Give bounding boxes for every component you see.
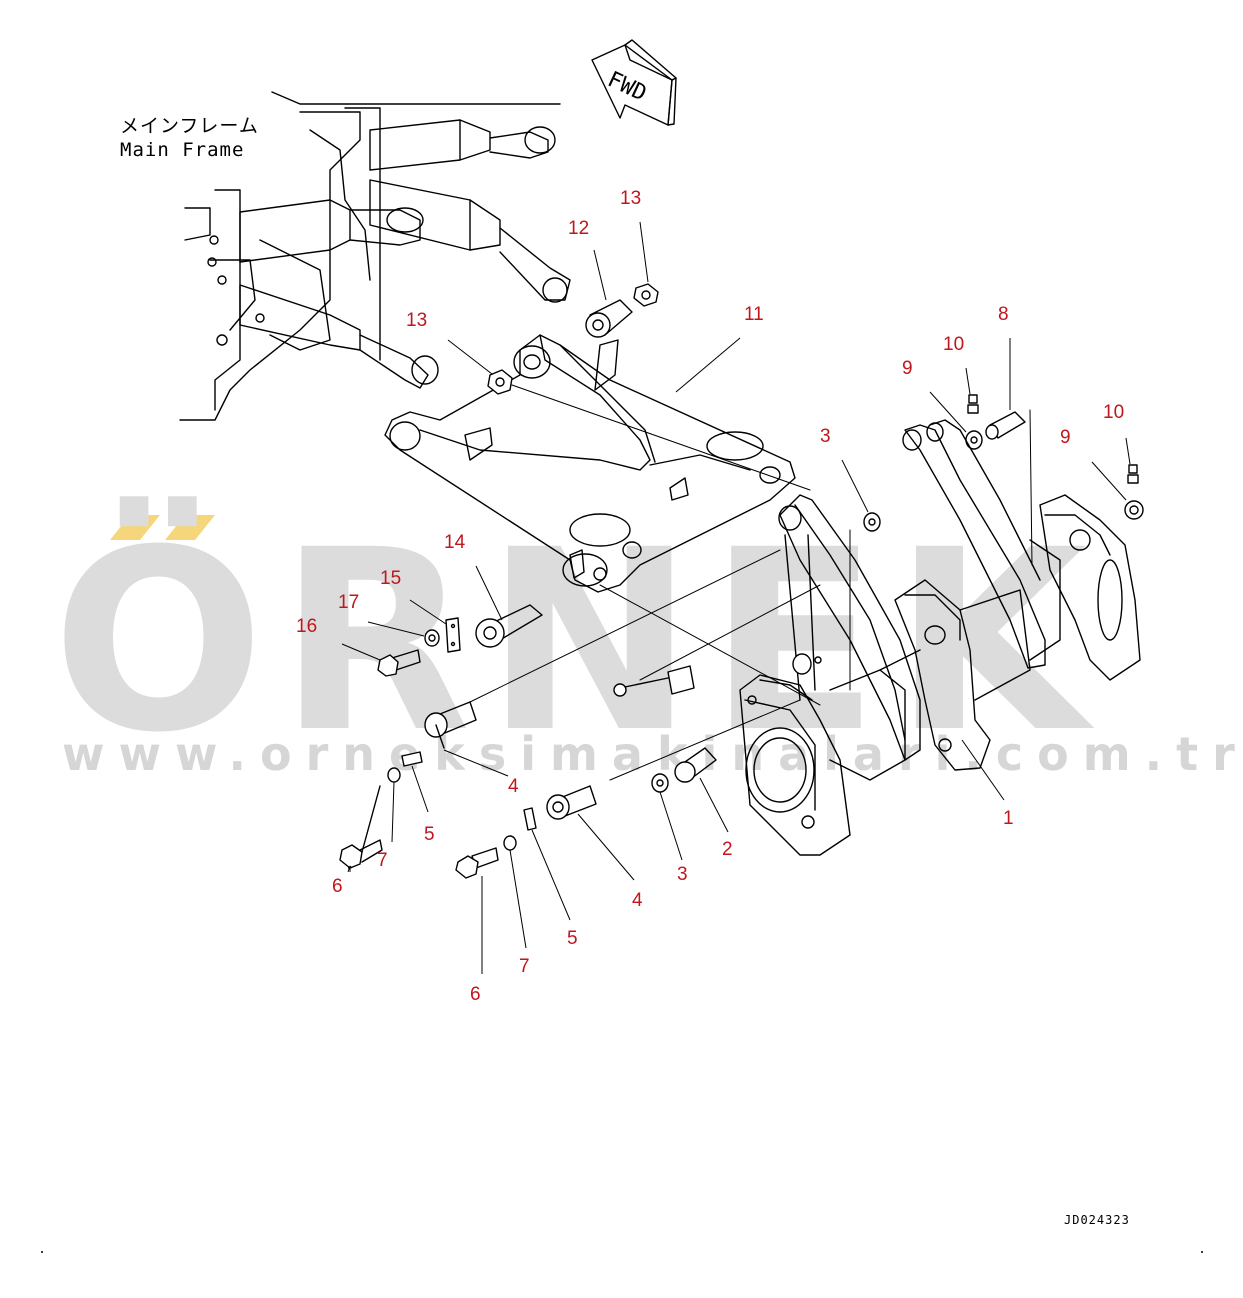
- washer-9-right: [1124, 500, 1144, 520]
- washer-3-upper: [863, 512, 881, 532]
- washer-3-lower: [651, 773, 669, 793]
- equalizer-frame: [384, 334, 796, 593]
- callout-13-lower: 13: [406, 310, 427, 331]
- plate-15: [445, 617, 461, 653]
- callout-8: 8: [998, 304, 1009, 325]
- corner-mark-right: [1201, 1251, 1203, 1253]
- pin-8: [985, 411, 1026, 440]
- pin-4-upper: [424, 701, 477, 749]
- callout-17: 17: [338, 592, 359, 613]
- callout-10-left: 10: [943, 334, 964, 355]
- callout-9-right: 9: [1060, 427, 1071, 448]
- callout-10-right: 10: [1103, 402, 1124, 423]
- pin-14: [475, 604, 543, 648]
- callout-3-lower: 3: [677, 864, 688, 885]
- callouts: 12 13 13 11 3 10 8 9 10 9 14 15 17 16 4 …: [296, 188, 1124, 1005]
- callout-9-left: 9: [902, 358, 913, 379]
- callout-2: 2: [722, 839, 733, 860]
- main-frame-drawing: [179, 91, 571, 421]
- nut-13-lower: [487, 369, 513, 395]
- callout-16: 16: [296, 616, 317, 637]
- watermark-accent-right: [165, 515, 215, 540]
- leader-lines: [341, 221, 1131, 974]
- washer-17: [424, 629, 440, 647]
- bushing-2: [674, 747, 717, 783]
- washer-7-lower: [503, 835, 517, 851]
- callout-5-upper: 5: [424, 824, 435, 845]
- watermark-brand: ÖRNEK: [52, 496, 1101, 787]
- callout-4-upper: 4: [508, 776, 519, 797]
- track-frame-assembly: [469, 384, 1141, 856]
- callout-14: 14: [444, 532, 466, 553]
- callout-3-upper: 3: [820, 426, 831, 447]
- watermark-accent-left: [110, 515, 160, 540]
- bolt-16: [377, 649, 421, 677]
- callout-12: 12: [568, 218, 589, 239]
- callout-7-lower: 7: [519, 956, 530, 977]
- nut-13-upper: [633, 283, 659, 307]
- bushing-12: [585, 299, 633, 338]
- callout-15: 15: [380, 568, 401, 589]
- main-frame-label-en: Main Frame: [120, 139, 244, 161]
- washer-9-left: [965, 430, 983, 450]
- callout-7-upper: 7: [377, 850, 388, 871]
- forward-arrow-icon: FWD: [591, 39, 677, 126]
- reference-code: JD024323: [1064, 1213, 1130, 1227]
- bolt-6-lower: [455, 847, 499, 879]
- watermark: ÖRNEK www.orneksimakinalari.com.tr: [52, 496, 1243, 787]
- callout-13-upper: 13: [620, 188, 641, 209]
- grease-fitting-10-left: [967, 394, 979, 414]
- callout-4-lower: 4: [632, 890, 643, 911]
- callout-11: 11: [744, 304, 764, 325]
- plate-center: [613, 653, 822, 697]
- grease-fitting-10-right: [1127, 464, 1139, 484]
- callout-1: 1: [1003, 808, 1014, 829]
- main-frame-label-jp: メインフレーム: [120, 115, 259, 137]
- callout-6-upper: 6: [332, 876, 343, 897]
- corner-mark-left: [41, 1251, 43, 1253]
- washer-7-upper: [387, 767, 401, 783]
- leader-6-upper: [347, 865, 351, 873]
- bolt-6-upper: [339, 785, 383, 869]
- plate-5-upper: [401, 751, 423, 767]
- plate-5-lower: [523, 807, 537, 831]
- pin-4-lower: [546, 785, 597, 820]
- callout-5-lower: 5: [567, 928, 578, 949]
- callout-6-lower: 6: [470, 984, 481, 1005]
- watermark-url: www.orneksimakinalari.com.tr: [62, 727, 1243, 781]
